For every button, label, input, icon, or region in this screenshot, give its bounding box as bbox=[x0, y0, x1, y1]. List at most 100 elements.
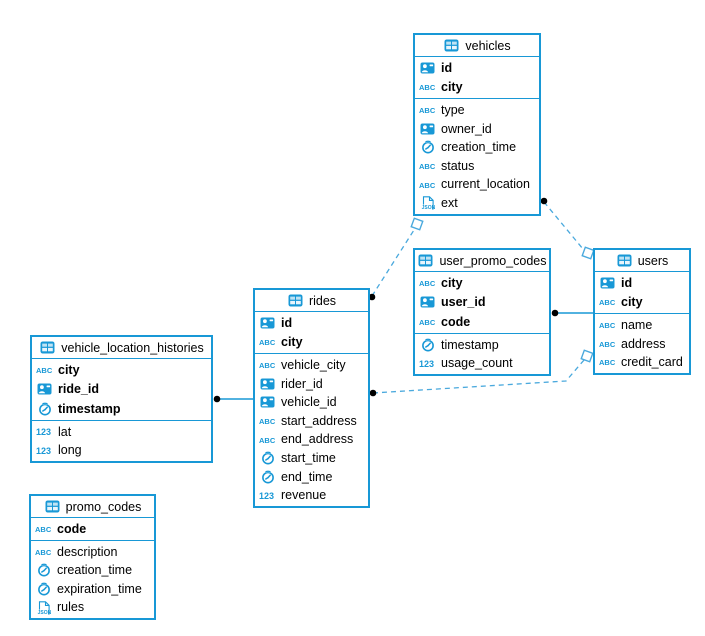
column-name: owner_id bbox=[441, 121, 492, 136]
relation-dot-marker bbox=[369, 389, 377, 397]
table-header-users[interactable]: users bbox=[595, 250, 689, 272]
table-header-vehicles[interactable]: vehicles bbox=[415, 35, 539, 57]
table-title: vehicle_location_histories bbox=[61, 340, 204, 355]
id-badge-icon bbox=[599, 277, 616, 289]
column-vehicle_id[interactable]: vehicle_id bbox=[255, 393, 368, 412]
column-end_time[interactable]: end_time bbox=[255, 468, 368, 487]
abc-text-icon: ABC bbox=[419, 180, 436, 190]
column-timestamp[interactable]: timestamp bbox=[415, 336, 549, 355]
column-timestamp[interactable]: timestamp bbox=[32, 399, 211, 419]
table-header-user_promo_codes[interactable]: user_promo_codes bbox=[415, 250, 549, 272]
column-name: credit_card bbox=[621, 355, 683, 370]
column-name: code bbox=[57, 521, 87, 536]
column-name: city bbox=[58, 362, 80, 377]
table-grid-icon bbox=[39, 341, 56, 354]
column-name: timestamp bbox=[58, 401, 121, 416]
clock-icon bbox=[259, 451, 276, 465]
column-user_id[interactable]: user_id bbox=[415, 293, 549, 313]
relation-diamond-marker bbox=[580, 349, 594, 363]
column-id[interactable]: id bbox=[595, 273, 689, 293]
table-header-vehicle_location_histories[interactable]: vehicle_location_histories bbox=[32, 337, 211, 359]
table-header-promo_codes[interactable]: promo_codes bbox=[31, 496, 154, 518]
column-city[interactable]: ABC city bbox=[255, 333, 368, 353]
numeric-123-icon: 123 bbox=[36, 426, 53, 437]
column-city[interactable]: ABC city bbox=[32, 360, 211, 380]
id-badge-icon bbox=[259, 378, 276, 390]
svg-text:ABC: ABC bbox=[259, 338, 276, 347]
abc-text-icon: ABC bbox=[259, 435, 276, 445]
svg-text:ABC: ABC bbox=[419, 318, 436, 327]
column-city[interactable]: ABC city bbox=[415, 78, 539, 98]
clock-icon bbox=[259, 469, 276, 484]
id-badge-icon bbox=[419, 296, 436, 308]
id-badge-icon bbox=[36, 383, 53, 395]
abc-text-icon: ABC bbox=[36, 365, 53, 375]
column-id[interactable]: id bbox=[415, 58, 539, 78]
relation-dot-marker bbox=[551, 309, 559, 317]
abc-text-icon: ABC bbox=[259, 337, 276, 347]
column-ride_id[interactable]: ride_id bbox=[32, 380, 211, 400]
column-owner_id[interactable]: owner_id bbox=[415, 120, 539, 139]
column-start_address[interactable]: ABC start_address bbox=[255, 412, 368, 431]
column-name: name bbox=[621, 318, 653, 333]
column-expiration_time[interactable]: expiration_time bbox=[31, 580, 154, 599]
abc-text-icon: ABC bbox=[259, 416, 276, 426]
column-name: city bbox=[441, 80, 463, 94]
column-start_time[interactable]: start_time bbox=[255, 449, 368, 468]
column-name: end_time bbox=[281, 469, 333, 484]
column-name: start_address bbox=[281, 413, 357, 428]
table-header-rides[interactable]: rides bbox=[255, 290, 368, 312]
abc-text-icon: ABC bbox=[419, 105, 436, 115]
column-name: ext bbox=[441, 196, 458, 211]
column-id[interactable]: id bbox=[255, 313, 368, 333]
svg-text:ABC: ABC bbox=[419, 83, 436, 92]
svg-text:ABC: ABC bbox=[35, 525, 52, 534]
clock-icon bbox=[35, 581, 52, 596]
column-name: usage_count bbox=[441, 356, 513, 371]
svg-text:ABC: ABC bbox=[259, 417, 276, 426]
column-ext[interactable]: JSON ext bbox=[415, 194, 539, 213]
column-name: vehicle_city bbox=[281, 358, 346, 373]
column-name: city bbox=[281, 335, 303, 349]
column-name: revenue bbox=[281, 488, 327, 503]
svg-text:JSON: JSON bbox=[421, 205, 434, 210]
primary-key-section: ABC code bbox=[31, 518, 154, 541]
column-name: rules bbox=[57, 600, 85, 615]
svg-text:ABC: ABC bbox=[419, 162, 436, 171]
column-vehicle_city[interactable]: ABC vehicle_city bbox=[255, 356, 368, 375]
abc-text-icon: ABC bbox=[419, 161, 436, 171]
column-creation_time[interactable]: creation_time bbox=[415, 138, 539, 157]
svg-text:ABC: ABC bbox=[259, 361, 276, 370]
column-rider_id[interactable]: rider_id bbox=[255, 375, 368, 394]
relation-vehicle_location_histories-rides bbox=[213, 395, 253, 403]
column-code[interactable]: ABC code bbox=[31, 519, 154, 539]
relation-line bbox=[371, 229, 415, 297]
column-creation_time[interactable]: creation_time bbox=[31, 561, 154, 580]
table-grid-icon bbox=[44, 500, 61, 513]
